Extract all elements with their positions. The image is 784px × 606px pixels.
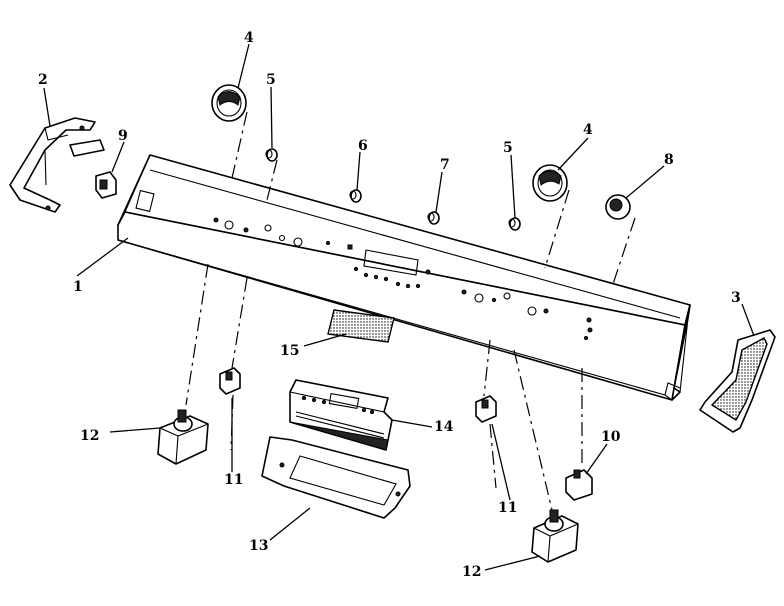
ring-part-8 — [605, 194, 631, 220]
callout-6: 6 — [358, 138, 368, 154]
callout-13: 13 — [249, 538, 268, 554]
socket-part-11-right — [475, 395, 497, 423]
rotary-switch-part-12-right — [531, 509, 579, 563]
socket-part-11-left — [219, 367, 241, 395]
rotary-switch-part-12-left — [157, 409, 209, 465]
callout-3: 3 — [731, 290, 741, 306]
right-end-cap-part-3 — [699, 329, 776, 433]
callout-11-right: 11 — [498, 500, 517, 516]
callout-1: 1 — [73, 279, 83, 295]
callout-14: 14 — [434, 419, 454, 435]
button-part-6 — [349, 189, 362, 203]
callout-4-left: 4 — [244, 30, 254, 46]
callout-15: 15 — [280, 343, 299, 359]
callout-9: 9 — [118, 128, 128, 144]
knob-part-4-right — [532, 164, 568, 202]
knob-part-4-left — [211, 84, 247, 122]
callout-2: 2 — [38, 72, 48, 88]
callout-5-right: 5 — [503, 140, 513, 156]
callout-10: 10 — [601, 429, 621, 445]
mounting-bracket-part-13 — [261, 436, 411, 519]
plug-part-5-left — [265, 148, 278, 162]
control-panel-part-1 — [117, 154, 691, 401]
leader-lines — [43, 43, 755, 571]
switch-part-10 — [565, 469, 593, 501]
callout-8: 8 — [664, 152, 674, 168]
plug-part-5-right — [508, 217, 521, 231]
callout-5-left: 5 — [266, 72, 276, 88]
button-part-7 — [427, 211, 440, 225]
switch-part-9 — [95, 171, 117, 199]
control-board-part-14 — [289, 379, 393, 451]
callout-4-right: 4 — [583, 122, 593, 138]
callout-11-left: 11 — [224, 472, 243, 488]
callout-labels: 1 2 3 4 4 5 5 6 7 8 9 10 11 11 12 12 13 … — [38, 30, 741, 580]
callout-7: 7 — [440, 157, 450, 173]
callout-12-right: 12 — [462, 564, 481, 580]
callout-12-left: 12 — [80, 428, 99, 444]
left-end-bracket-part-2 — [9, 117, 105, 213]
